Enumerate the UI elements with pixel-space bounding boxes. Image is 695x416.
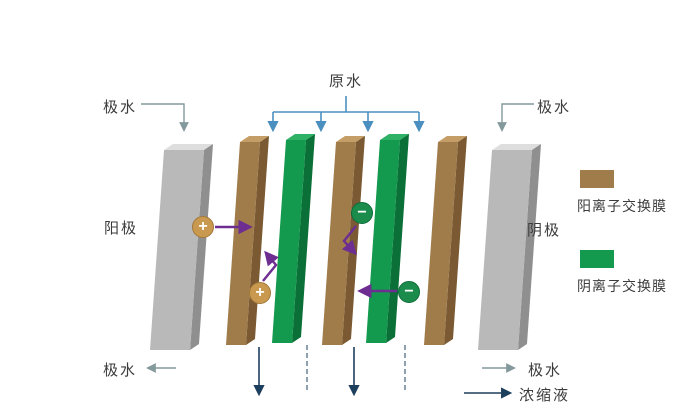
cation-ion-1: +: [192, 216, 214, 238]
anion-membrane-1-top-face: [286, 134, 315, 140]
cathode-label: 阴极: [527, 222, 562, 239]
anode-plate: [150, 144, 213, 350]
legend-anion-membrane-swatch: [580, 250, 614, 268]
polar-water-inlet-line-left: [141, 103, 189, 132]
anion-ion-1: −: [351, 202, 373, 224]
polar-water-label-bottom-right: 极水: [528, 362, 563, 379]
anion-membrane-2-top-face: [380, 134, 409, 140]
cathode-plate: [478, 144, 541, 350]
cation-membrane-1-front-face: [226, 142, 260, 345]
cation-membrane-1: [226, 136, 269, 345]
cation-membrane-2-top-face: [336, 136, 365, 142]
polar-water-inlet-line-right: [497, 103, 534, 132]
anode-plate-front-face: [150, 150, 204, 350]
anion-membrane-2-front-face: [366, 140, 400, 343]
cation-membrane-1-top-face: [240, 136, 269, 142]
cation-membrane-2-front-face: [322, 142, 356, 345]
anode-plate-side-face: [190, 144, 213, 350]
polar-water-label-bottom-left: 极水: [103, 362, 138, 379]
raw-water-label: 原水: [328, 73, 363, 90]
anion-membrane-1-front-face: [272, 140, 306, 343]
anion-membrane-2: [366, 134, 409, 343]
anode-plate-top-face: [164, 144, 213, 150]
cation-membrane-3: [424, 136, 467, 345]
anion-membrane-1: [272, 134, 315, 343]
legend-anion-membrane-label: 阴离子交换膜: [577, 278, 667, 294]
legend-cation-membrane-swatch: [580, 170, 614, 188]
cation-blocked-arrow: [262, 250, 279, 282]
polar-water-label-top-right: 极水: [537, 99, 572, 116]
anode-label: 阳极: [104, 220, 139, 237]
polar-water-label-top-left: 极水: [103, 99, 138, 116]
anion-membrane-1-side-face: [292, 134, 315, 343]
anion-blocked-arrow: [341, 225, 357, 256]
cation-membrane-3-side-face: [444, 136, 467, 345]
cation-membrane-3-front-face: [424, 142, 458, 345]
cation-membrane-3-top-face: [438, 136, 467, 142]
anion-ion-2: −: [398, 281, 420, 303]
cathode-plate-front-face: [478, 150, 532, 350]
cathode-plate-side-face: [518, 144, 541, 350]
concentrate-label: 浓缩液: [519, 387, 571, 404]
cathode-plate-top-face: [492, 144, 541, 150]
cation-ion-2: +: [249, 282, 271, 304]
legend-cation-membrane-label: 阳离子交换膜: [577, 198, 667, 214]
